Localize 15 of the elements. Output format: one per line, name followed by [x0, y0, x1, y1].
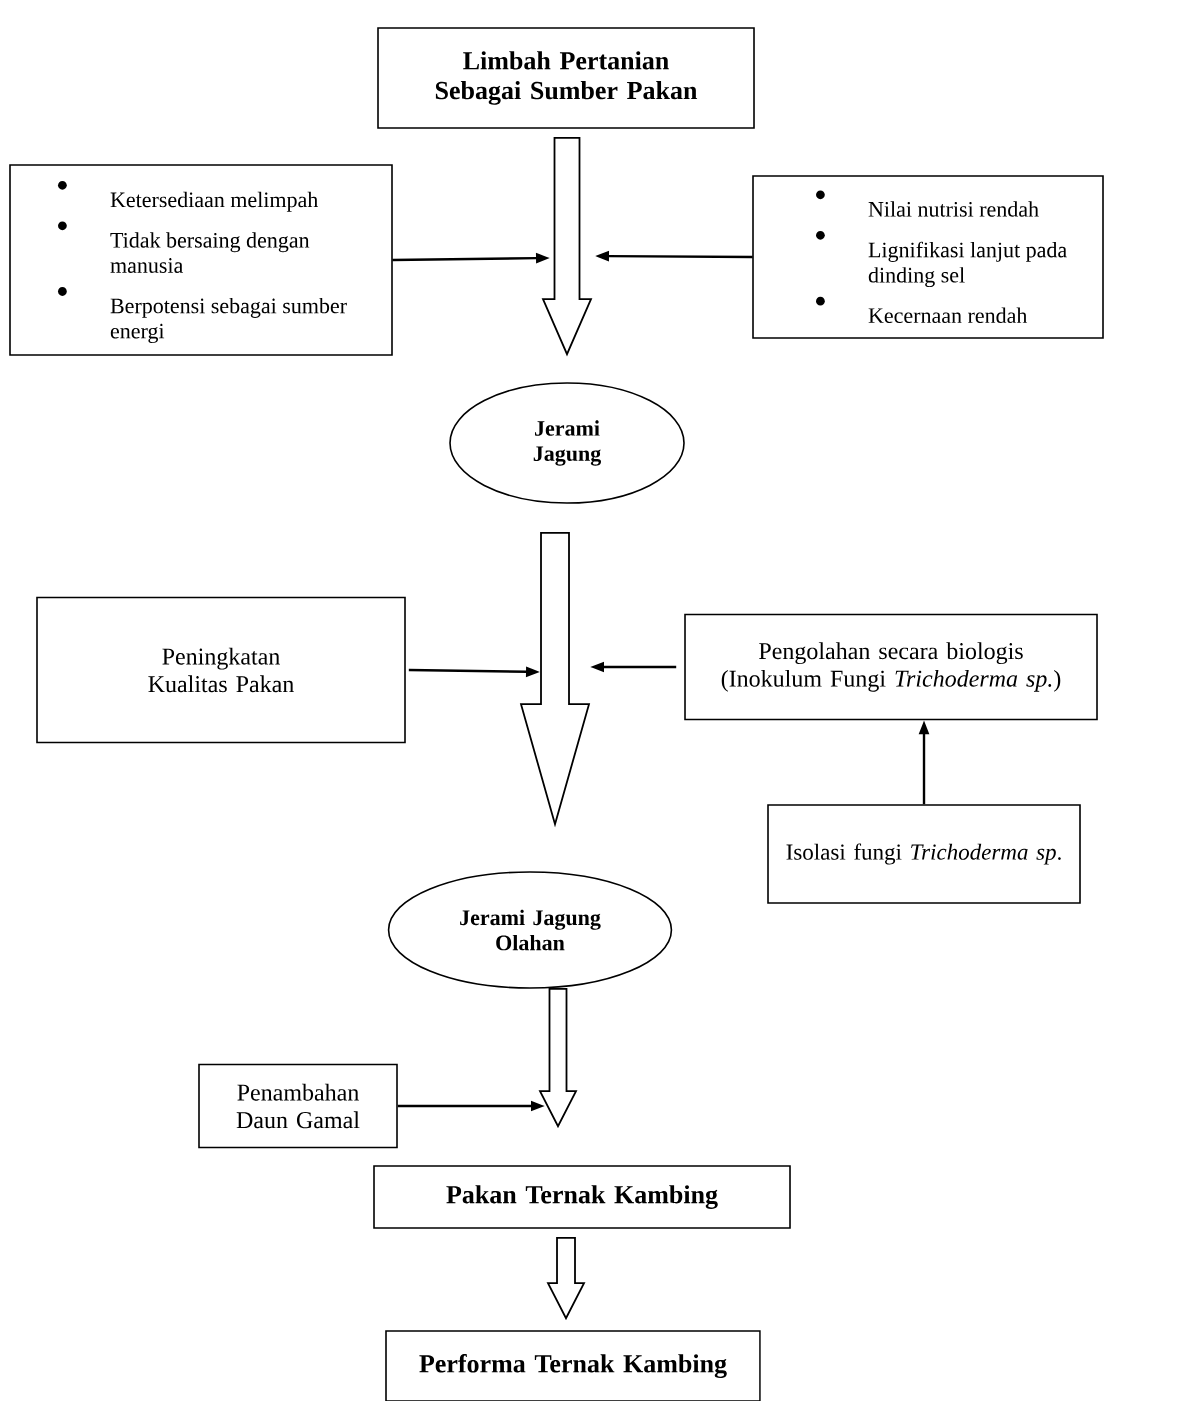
block-arrow	[519, 531, 591, 828]
block-arrow	[541, 136, 593, 357]
text-box: Pakan Ternak Kambing	[373, 1165, 791, 1229]
text-box: Performa Ternak Kambing	[385, 1330, 761, 1401]
text-box: Penambahan Daun Gamal	[198, 1063, 398, 1149]
text-box: Limbah Pertanian Sebagai Sumber Pakan	[377, 27, 755, 129]
bullet-list-box: Ketersediaan melimpah Tidak bersaing dengan manusia Berpotensi sebagai sumber energi	[9, 164, 393, 356]
ellipse-node: Jerami Jagung Olahan	[387, 871, 673, 989]
text-box: Peningkatan Kualitas Pakan	[36, 596, 406, 744]
ellipse-node: Jerami Jagung	[449, 382, 685, 504]
block-arrow	[538, 987, 578, 1129]
text-box: Pengolahan secara biologis (Inokulum Fungi Trichoderma sp.)	[684, 613, 1098, 721]
text-box: Isolasi fungi Trichoderma sp.	[767, 804, 1081, 904]
bullet-list-box: Nilai nutrisi rendah Lignifikasi lanjut pada dinding sel Kecernaan rendah	[752, 175, 1104, 339]
block-arrow	[546, 1236, 586, 1321]
